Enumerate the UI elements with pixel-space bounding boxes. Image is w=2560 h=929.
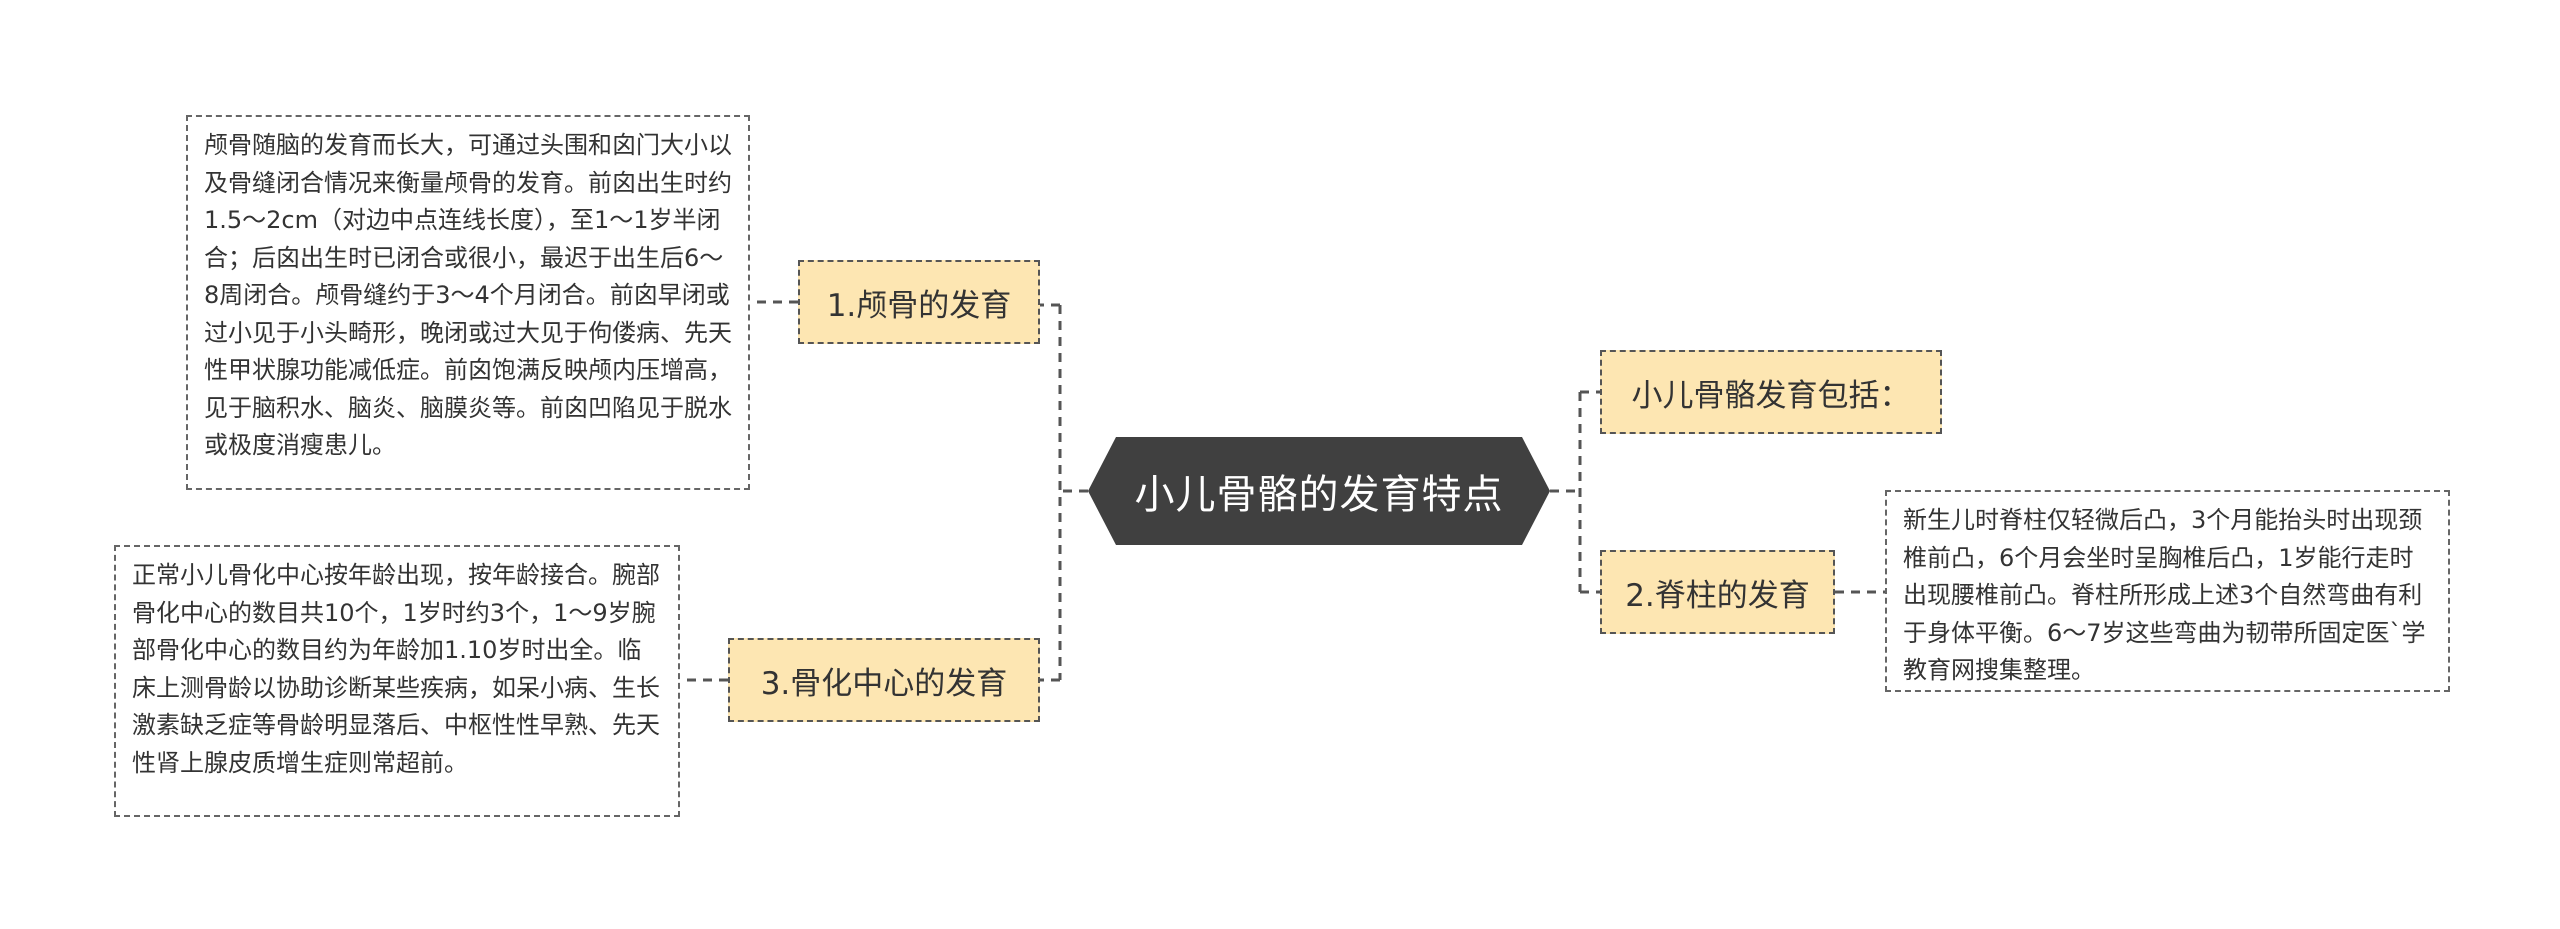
branch-skull[interactable]: 1.颅骨的发育 xyxy=(798,260,1040,344)
skull-detail-box: 颅骨随脑的发育而长大，可通过头围和囟门大小以及骨缝闭合情况来衡量颅骨的发育。前囟… xyxy=(186,115,750,490)
branch-includes[interactable]: 小儿骨骼发育包括： xyxy=(1600,350,1942,434)
spine-detail-box: 新生儿时脊柱仅轻微后凸，3个月能抬头时出现颈椎前凸，6个月会坐时呈胸椎后凸，1岁… xyxy=(1885,490,2450,692)
root-topic[interactable]: 小儿骨骼的发育特点 xyxy=(1088,437,1550,545)
branch-includes-label: 小儿骨骼发育包括： xyxy=(1631,377,1911,414)
branch-spine[interactable]: 2.脊柱的发育 xyxy=(1600,550,1835,634)
branch-ossification[interactable]: 3.骨化中心的发育 xyxy=(728,638,1040,722)
ossification-detail-box: 正常小儿骨化中心按年龄出现，按年龄接合。腕部骨化中心的数目共10个，1岁时约3个… xyxy=(114,545,680,817)
branch-skull-label: 1.颅骨的发育 xyxy=(826,287,1012,324)
root-title: 小儿骨骼的发育特点 xyxy=(1134,472,1504,518)
branch-ossification-label: 3.骨化中心的发育 xyxy=(760,665,1008,702)
spine-detail-text: 新生儿时脊柱仅轻微后凸，3个月能抬头时出现颈椎前凸，6个月会坐时呈胸椎后凸，1岁… xyxy=(1903,506,2426,684)
skull-detail-text: 颅骨随脑的发育而长大，可通过头围和囟门大小以及骨缝闭合情况来衡量颅骨的发育。前囟… xyxy=(204,131,732,459)
ossification-detail-text: 正常小儿骨化中心按年龄出现，按年龄接合。腕部骨化中心的数目共10个，1岁时约3个… xyxy=(132,561,660,777)
branch-spine-label: 2.脊柱的发育 xyxy=(1625,577,1810,614)
